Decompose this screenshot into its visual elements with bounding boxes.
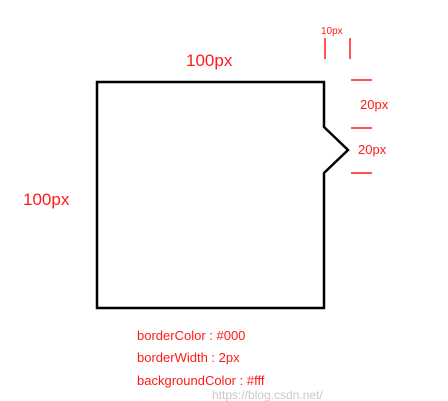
watermark-text: https://blog.csdn.net/ [212, 388, 323, 401]
arrow-lower-label: 20px [358, 142, 387, 157]
background-color-label: backgroundColor : #fff [137, 373, 265, 388]
width-label: 100px [186, 51, 233, 70]
bubble-shape [95, 80, 350, 310]
border-color-label: borderColor : #000 [137, 328, 245, 343]
arrow-upper-label: 20px [360, 97, 389, 112]
height-label: 100px [23, 190, 70, 209]
border-width-label: borderWidth : 2px [137, 350, 240, 365]
arrow-width-label: 10px [321, 26, 343, 37]
